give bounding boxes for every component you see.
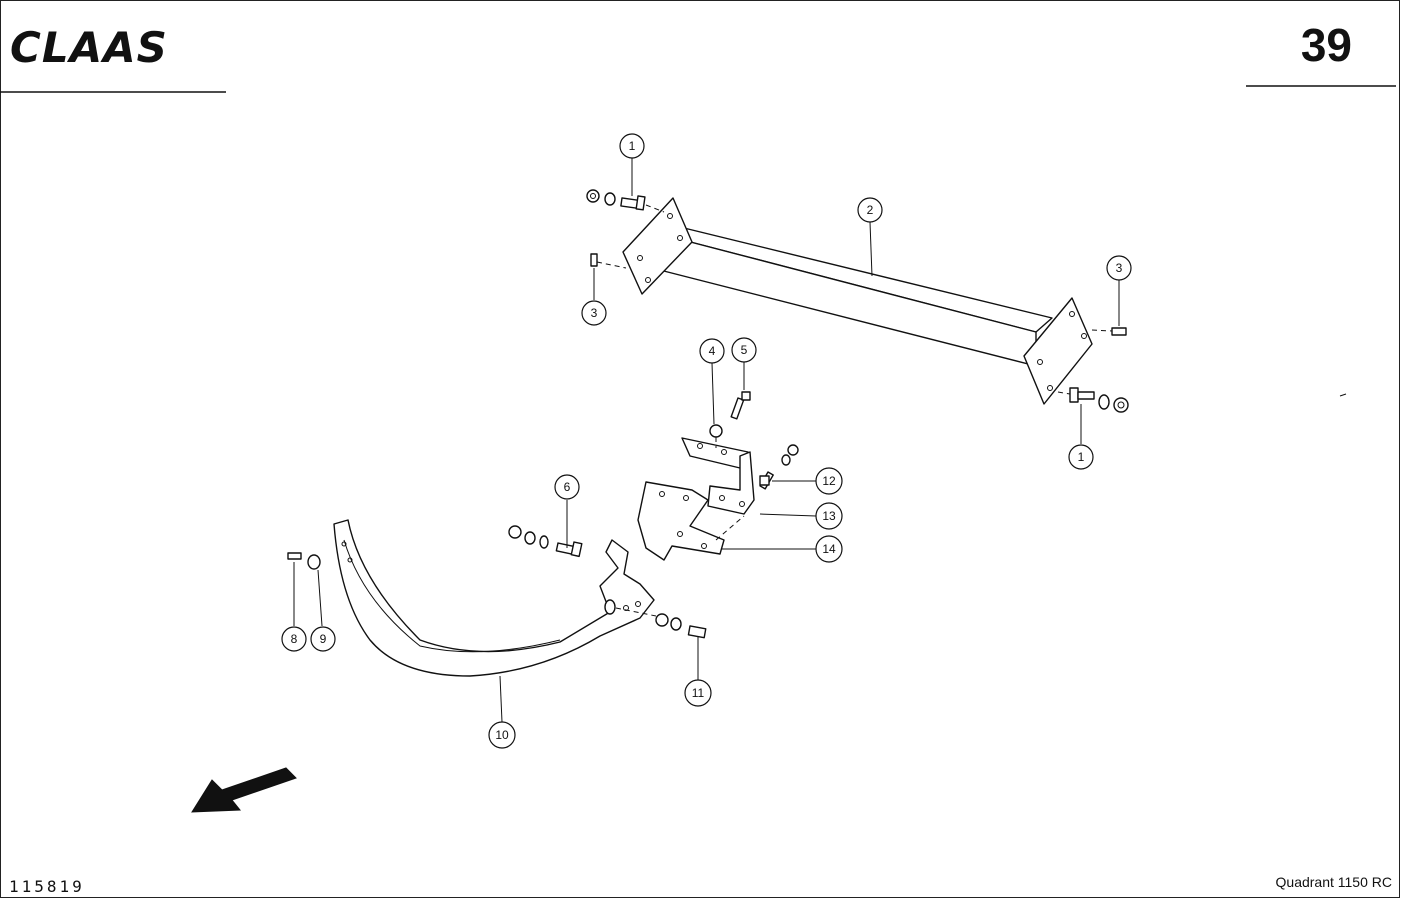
callout-3-right: 3 [1106, 255, 1132, 281]
stray-mark [1339, 393, 1347, 397]
callout-2: 2 [857, 197, 883, 223]
tine-10 [333, 519, 655, 677]
callout-label: 2 [867, 203, 874, 217]
callout-9: 9 [310, 626, 336, 652]
nut-9 [307, 554, 321, 570]
bolt-11-set [604, 599, 707, 639]
callout-14: 14 [815, 535, 843, 563]
model-name: Quadrant 1150 RC [1275, 874, 1392, 890]
bracket-14 [637, 481, 745, 561]
bolt-6-set [508, 525, 583, 558]
bolt-12-set [759, 444, 799, 490]
direction-arrow-icon [191, 767, 297, 813]
callout-3-left: 3 [581, 300, 607, 326]
callout-8: 8 [281, 626, 307, 652]
callout-1-upper: 1 [619, 133, 645, 159]
callout-label: 3 [1116, 261, 1123, 275]
page-number: 39 [1300, 19, 1352, 71]
pin-left [590, 253, 627, 269]
callout-4: 4 [699, 338, 725, 364]
pin-right [1091, 327, 1127, 336]
callout-6: 6 [554, 474, 580, 500]
callout-label: 5 [741, 343, 748, 357]
bolt-set-upper-left [586, 189, 665, 213]
callout-5: 5 [731, 337, 757, 363]
callout-label: 6 [564, 480, 571, 494]
callout-label: 3 [591, 306, 598, 320]
callout-label: 12 [822, 474, 836, 488]
callout-label: 1 [629, 139, 636, 153]
callout-label: 14 [822, 542, 836, 556]
leader-lines [293, 158, 1120, 723]
bolt-set-lower-right [1057, 387, 1129, 413]
crossbeam [622, 197, 1093, 405]
callout-label: 9 [320, 632, 327, 646]
callout-10: 10 [488, 721, 516, 749]
pin-8 [287, 552, 302, 560]
callout-label: 1 [1078, 450, 1085, 464]
callout-13: 13 [815, 502, 843, 530]
bracket-13 [681, 437, 755, 515]
document-number: 115819 [9, 877, 85, 896]
callout-11: 11 [684, 679, 712, 707]
claas-logo-icon: CLAAS [10, 23, 168, 72]
brand-logo-text: CLAAS [10, 23, 168, 72]
callout-1-lower: 1 [1068, 444, 1094, 470]
callout-label: 8 [291, 632, 298, 646]
callout-12: 12 [815, 467, 843, 495]
callout-label: 10 [495, 728, 509, 742]
bolt-5-nut-4 [709, 391, 751, 448]
callout-label: 11 [692, 686, 705, 700]
callout-label: 13 [822, 509, 836, 523]
callout-label: 4 [709, 344, 716, 358]
